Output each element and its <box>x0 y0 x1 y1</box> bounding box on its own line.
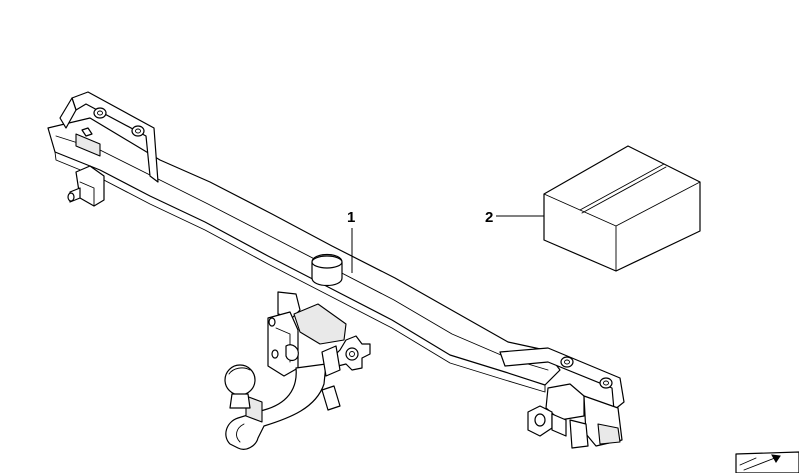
hitch-housing <box>224 291 371 450</box>
callout-number-1: 1 <box>347 209 355 226</box>
left-bracket <box>59 91 159 207</box>
callout-1: 1 <box>347 209 355 273</box>
right-bracket <box>499 347 625 449</box>
callout-2: 2 <box>485 209 544 226</box>
arrow-icon[interactable] <box>735 451 799 473</box>
towbar-assembly <box>47 91 625 450</box>
callout-number-2: 2 <box>485 209 493 226</box>
centre-cap <box>311 253 343 287</box>
box-part <box>543 145 701 272</box>
cross-beam <box>47 117 561 393</box>
